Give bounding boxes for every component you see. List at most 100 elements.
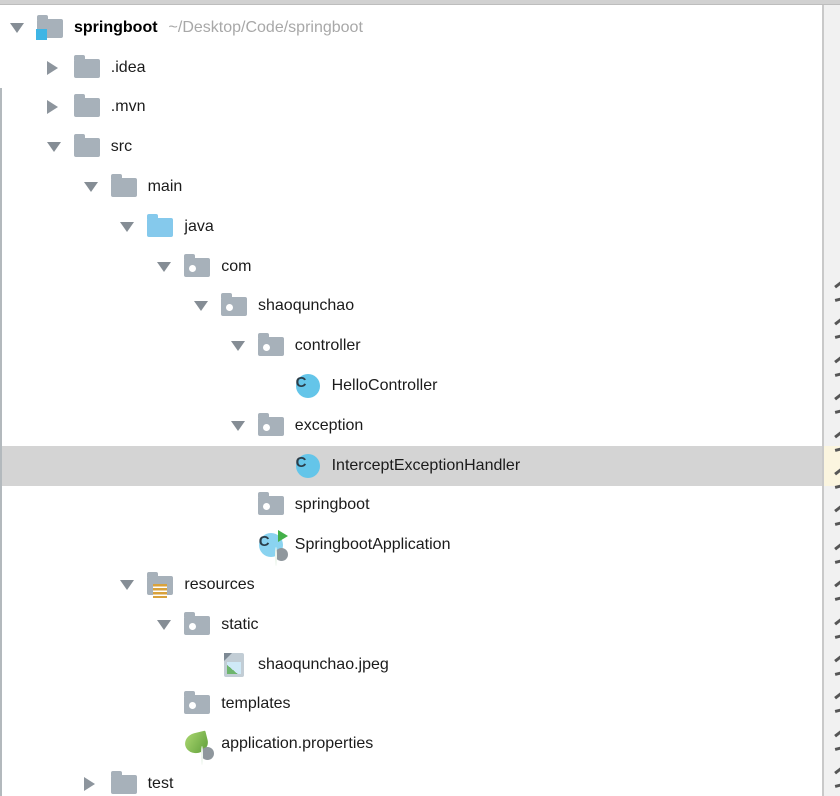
tree-row[interactable]: shaoqunchao.jpeg bbox=[0, 645, 823, 685]
package-icon bbox=[257, 412, 286, 440]
folder-icon bbox=[73, 54, 102, 82]
gutter-current-line-highlight bbox=[824, 445, 840, 486]
tree-row[interactable]: main bbox=[0, 167, 823, 207]
tree-row[interactable]: resources bbox=[0, 565, 823, 605]
gutter-line-number-fragment bbox=[834, 766, 840, 775]
gutter-line-number-fragment bbox=[834, 355, 840, 363]
tree-row[interactable]: SpringbootApplication bbox=[0, 525, 823, 565]
window-left-edge bbox=[0, 88, 2, 796]
project-path-hint: ~/Desktop/Code/springboot bbox=[168, 18, 363, 36]
tree-row[interactable]: templates bbox=[0, 685, 823, 725]
tree-row[interactable]: springboot ~/Desktop/Code/springboot bbox=[0, 8, 823, 48]
tree-row-label: InterceptExceptionHandler bbox=[331, 456, 521, 474]
gutter-line-number-fragment bbox=[834, 430, 840, 438]
expand-arrow-icon[interactable] bbox=[230, 341, 258, 352]
tree-row[interactable]: controller bbox=[0, 326, 823, 366]
gutter-line-number-fragment bbox=[834, 297, 840, 302]
expand-arrow-icon[interactable] bbox=[194, 301, 221, 312]
main-class-run-icon bbox=[258, 530, 288, 562]
tree-row[interactable]: HelloController bbox=[0, 366, 823, 406]
expand-arrow-icon[interactable] bbox=[230, 420, 258, 431]
tree-row-label: .idea bbox=[110, 58, 146, 76]
expand-arrow-icon[interactable] bbox=[157, 619, 184, 630]
folder-icon bbox=[73, 93, 102, 121]
folder-icon bbox=[110, 770, 139, 796]
tree-row-label: templates bbox=[221, 695, 291, 713]
tree-row-label: test bbox=[147, 775, 174, 793]
gutter-line-number-fragment bbox=[834, 280, 840, 289]
gutter-line-number-fragment bbox=[834, 558, 840, 564]
tree-row[interactable]: .mvn bbox=[0, 88, 823, 128]
expand-arrow-icon[interactable] bbox=[83, 182, 111, 193]
tree-row-label: HelloController bbox=[331, 377, 438, 395]
gutter-line-number-fragment bbox=[834, 484, 840, 489]
tree-row[interactable]: java bbox=[0, 207, 823, 247]
expand-arrow-icon[interactable] bbox=[46, 60, 74, 75]
tree-row-label: springboot bbox=[74, 18, 158, 36]
gutter-line-number-fragment bbox=[834, 708, 840, 714]
tree-row[interactable]: .idea bbox=[0, 48, 823, 88]
tree-row-label: static bbox=[221, 615, 259, 633]
editor-gutter bbox=[822, 0, 840, 796]
gutter-line-number-fragment bbox=[834, 654, 840, 663]
tree-row-label: SpringbootApplication bbox=[294, 536, 451, 554]
gutter-line-number-fragment bbox=[834, 371, 840, 377]
tree-row[interactable]: test bbox=[0, 764, 823, 796]
tree-row[interactable]: com bbox=[0, 247, 823, 287]
gutter-line-number-fragment bbox=[834, 596, 840, 602]
tree-row[interactable]: src bbox=[0, 127, 823, 167]
tree-row-label: src bbox=[110, 138, 133, 156]
image-file-icon bbox=[221, 651, 249, 679]
gutter-line-number-fragment bbox=[834, 617, 840, 625]
tree-row[interactable]: springboot bbox=[0, 486, 823, 526]
tree-row-label: springboot bbox=[294, 496, 370, 514]
project-root-icon bbox=[36, 14, 65, 42]
expand-arrow-icon[interactable] bbox=[83, 777, 111, 792]
gutter-line-number-fragment bbox=[834, 542, 840, 550]
tree-row-label: .mvn bbox=[110, 98, 146, 116]
expand-arrow-icon[interactable] bbox=[10, 22, 37, 33]
tree-row[interactable]: shaoqunchao bbox=[0, 287, 823, 327]
expand-arrow-icon[interactable] bbox=[46, 142, 74, 153]
gutter-line-number-fragment bbox=[834, 745, 840, 751]
source-folder-icon bbox=[147, 213, 175, 241]
package-icon bbox=[221, 292, 249, 320]
gutter-line-number-fragment bbox=[834, 504, 840, 513]
window-top-edge bbox=[0, 0, 840, 5]
gutter-line-number-fragment bbox=[834, 579, 840, 588]
gutter-line-number-fragment bbox=[834, 334, 840, 340]
tree-row-label: com bbox=[221, 257, 252, 275]
gutter-line-number-fragment bbox=[834, 633, 840, 639]
expand-arrow-icon[interactable] bbox=[157, 261, 184, 272]
tree-row-label: exception bbox=[294, 416, 364, 434]
tree-row-label: controller bbox=[294, 337, 361, 355]
tree-row-label: application.properties bbox=[221, 735, 374, 753]
package-icon bbox=[257, 332, 286, 360]
package-icon bbox=[257, 491, 286, 519]
resources-folder-icon bbox=[147, 571, 175, 599]
folder-icon bbox=[110, 173, 139, 201]
gutter-line-number-fragment bbox=[834, 317, 840, 326]
tree-row-label: resources bbox=[184, 576, 255, 594]
expand-arrow-icon[interactable] bbox=[120, 221, 147, 232]
tree-row-label: shaoqunchao bbox=[258, 297, 355, 315]
gutter-line-number-fragment bbox=[834, 691, 840, 700]
package-icon bbox=[184, 690, 212, 718]
tree-row-label: java bbox=[184, 217, 214, 235]
project-tree: springboot ~/Desktop/Code/springboot .id… bbox=[0, 8, 823, 796]
tree-row[interactable]: exception bbox=[0, 406, 823, 446]
gutter-line-number-fragment bbox=[834, 392, 840, 401]
gutter-line-number-fragment bbox=[834, 671, 840, 676]
tree-row-label: shaoqunchao.jpeg bbox=[258, 655, 389, 673]
expand-arrow-icon[interactable] bbox=[46, 100, 74, 115]
package-icon bbox=[184, 253, 212, 281]
tree-row[interactable]: static bbox=[0, 605, 823, 645]
folder-icon bbox=[73, 133, 102, 161]
gutter-line-number-fragment bbox=[834, 729, 840, 737]
tree-row[interactable]: InterceptExceptionHandler bbox=[0, 445, 823, 486]
tree-row[interactable]: application.properties bbox=[0, 724, 823, 764]
expand-arrow-icon[interactable] bbox=[120, 580, 147, 591]
spring-properties-icon bbox=[183, 730, 215, 761]
class-icon bbox=[295, 452, 323, 480]
